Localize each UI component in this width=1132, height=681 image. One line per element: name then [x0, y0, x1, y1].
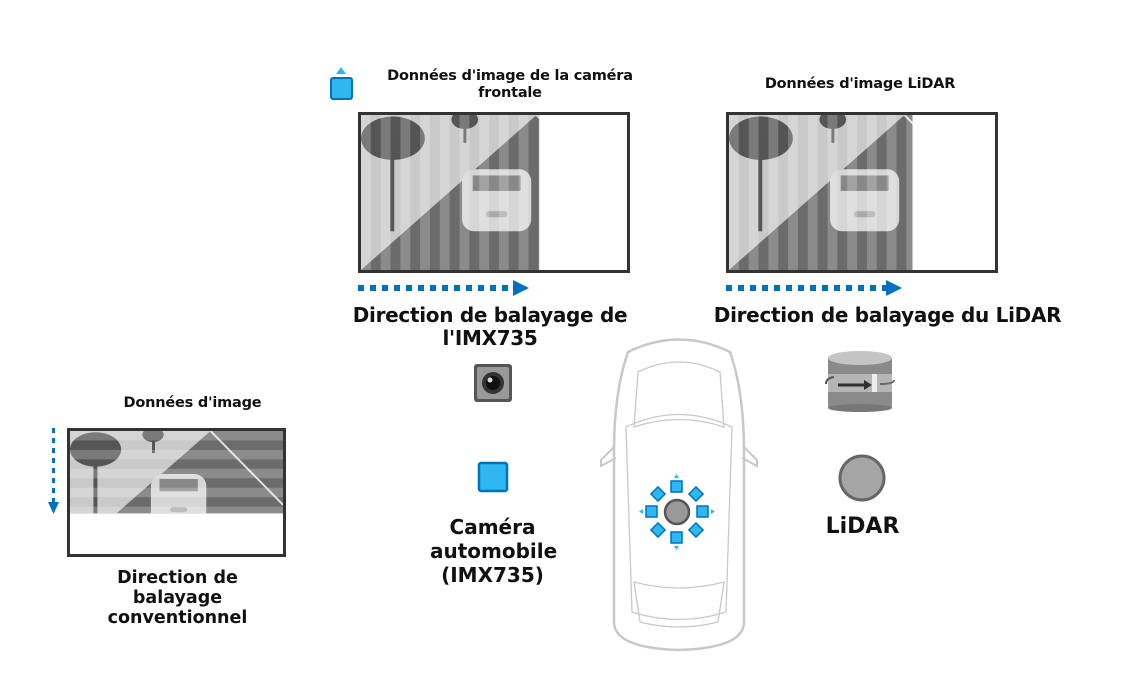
- front-camera-image: [358, 112, 630, 273]
- conventional-title: Données d'image: [123, 395, 262, 411]
- lidar-label: LiDAR: [825, 514, 900, 539]
- lidar-scan-direction-arrow: [726, 280, 903, 296]
- car-top-view-illustration: [600, 338, 758, 652]
- camera-sensor-icon: [330, 67, 353, 100]
- conventional-scan-label: Direction de balayage conventionnel: [107, 568, 248, 629]
- lidar-image: [726, 112, 998, 273]
- lidar-scan-label: Direction de balayage du LiDAR: [713, 303, 1062, 327]
- lidar-device-icon: [825, 351, 895, 412]
- camera-module-icon: [474, 364, 512, 402]
- conventional-scan-direction-arrow: [48, 428, 59, 514]
- front-scan-label: Direction de balayage de l'IMX735: [352, 303, 628, 350]
- scan-direction-arrow: [358, 280, 529, 296]
- conventional-image: [67, 428, 286, 557]
- lidar-sensor-circle-icon: [838, 454, 886, 502]
- lidar-image-title: Données d'image LiDAR: [764, 76, 956, 92]
- camera-label: Caméra automobile (IMX735): [430, 515, 558, 587]
- sensor-array-icon: [639, 474, 715, 550]
- camera-sensor-square-icon: [477, 461, 509, 493]
- front-camera-title: Données d'image de la caméra frontale: [387, 68, 633, 101]
